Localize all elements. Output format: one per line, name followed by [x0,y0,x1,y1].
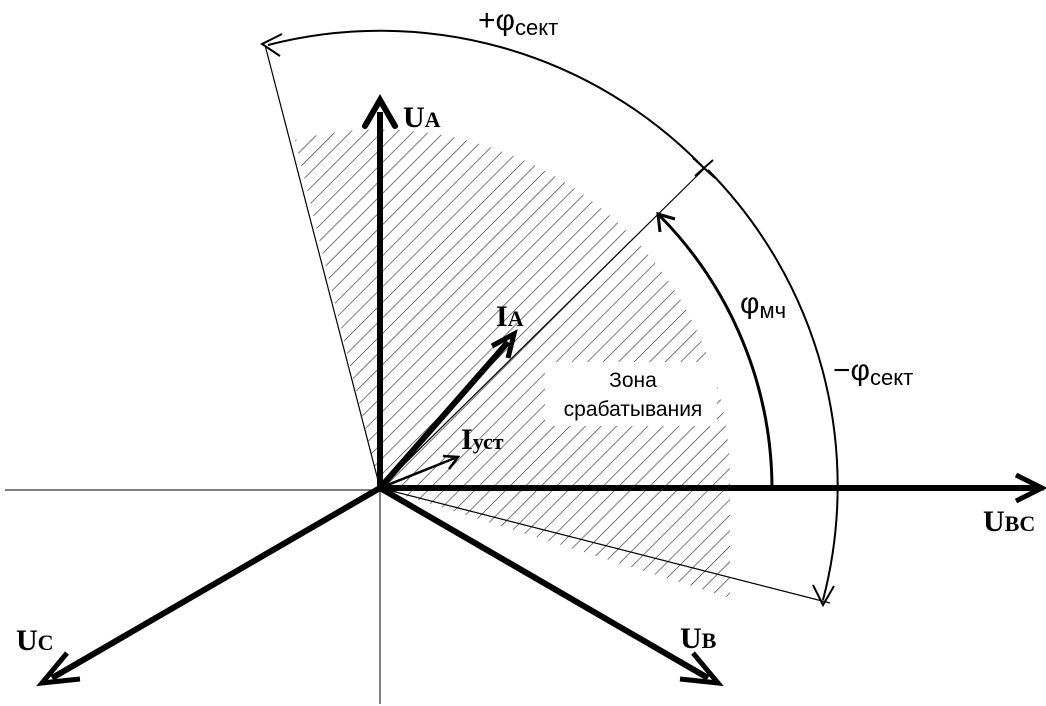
sector-boundary-plus [264,44,381,489]
ubc-label: UBC [983,505,1035,538]
ua-vector [362,93,398,488]
max-sensitivity-label: φмч [740,287,786,323]
plus-sector-arc [260,29,703,167]
ubc-vector [380,472,1046,504]
iust-vector [379,454,461,490]
iust-label: Iуст [461,423,504,456]
minus-sector-label: −φсект [833,354,913,390]
ub-label: UB [680,622,717,655]
max-sensitivity-line [379,167,706,489]
sector-boundary-minus [379,487,831,604]
zone-label-line2: срабатывания [564,398,703,421]
uc-vector [36,485,382,687]
ia-vector [377,329,518,490]
uc-label: UC [16,624,54,657]
ia-label: IA [496,300,524,333]
operating-zone [295,129,731,598]
zone-label-line1: Зона [609,369,657,392]
max-sensitivity-arc [656,211,774,489]
sector-boundary-tick [692,157,716,179]
minus-sector-arc [707,169,839,608]
ub-vector [378,485,724,687]
plus-sector-label: +φсект [478,4,558,40]
zone-label-backdrop [545,362,717,426]
ua-label: UA [403,101,441,134]
